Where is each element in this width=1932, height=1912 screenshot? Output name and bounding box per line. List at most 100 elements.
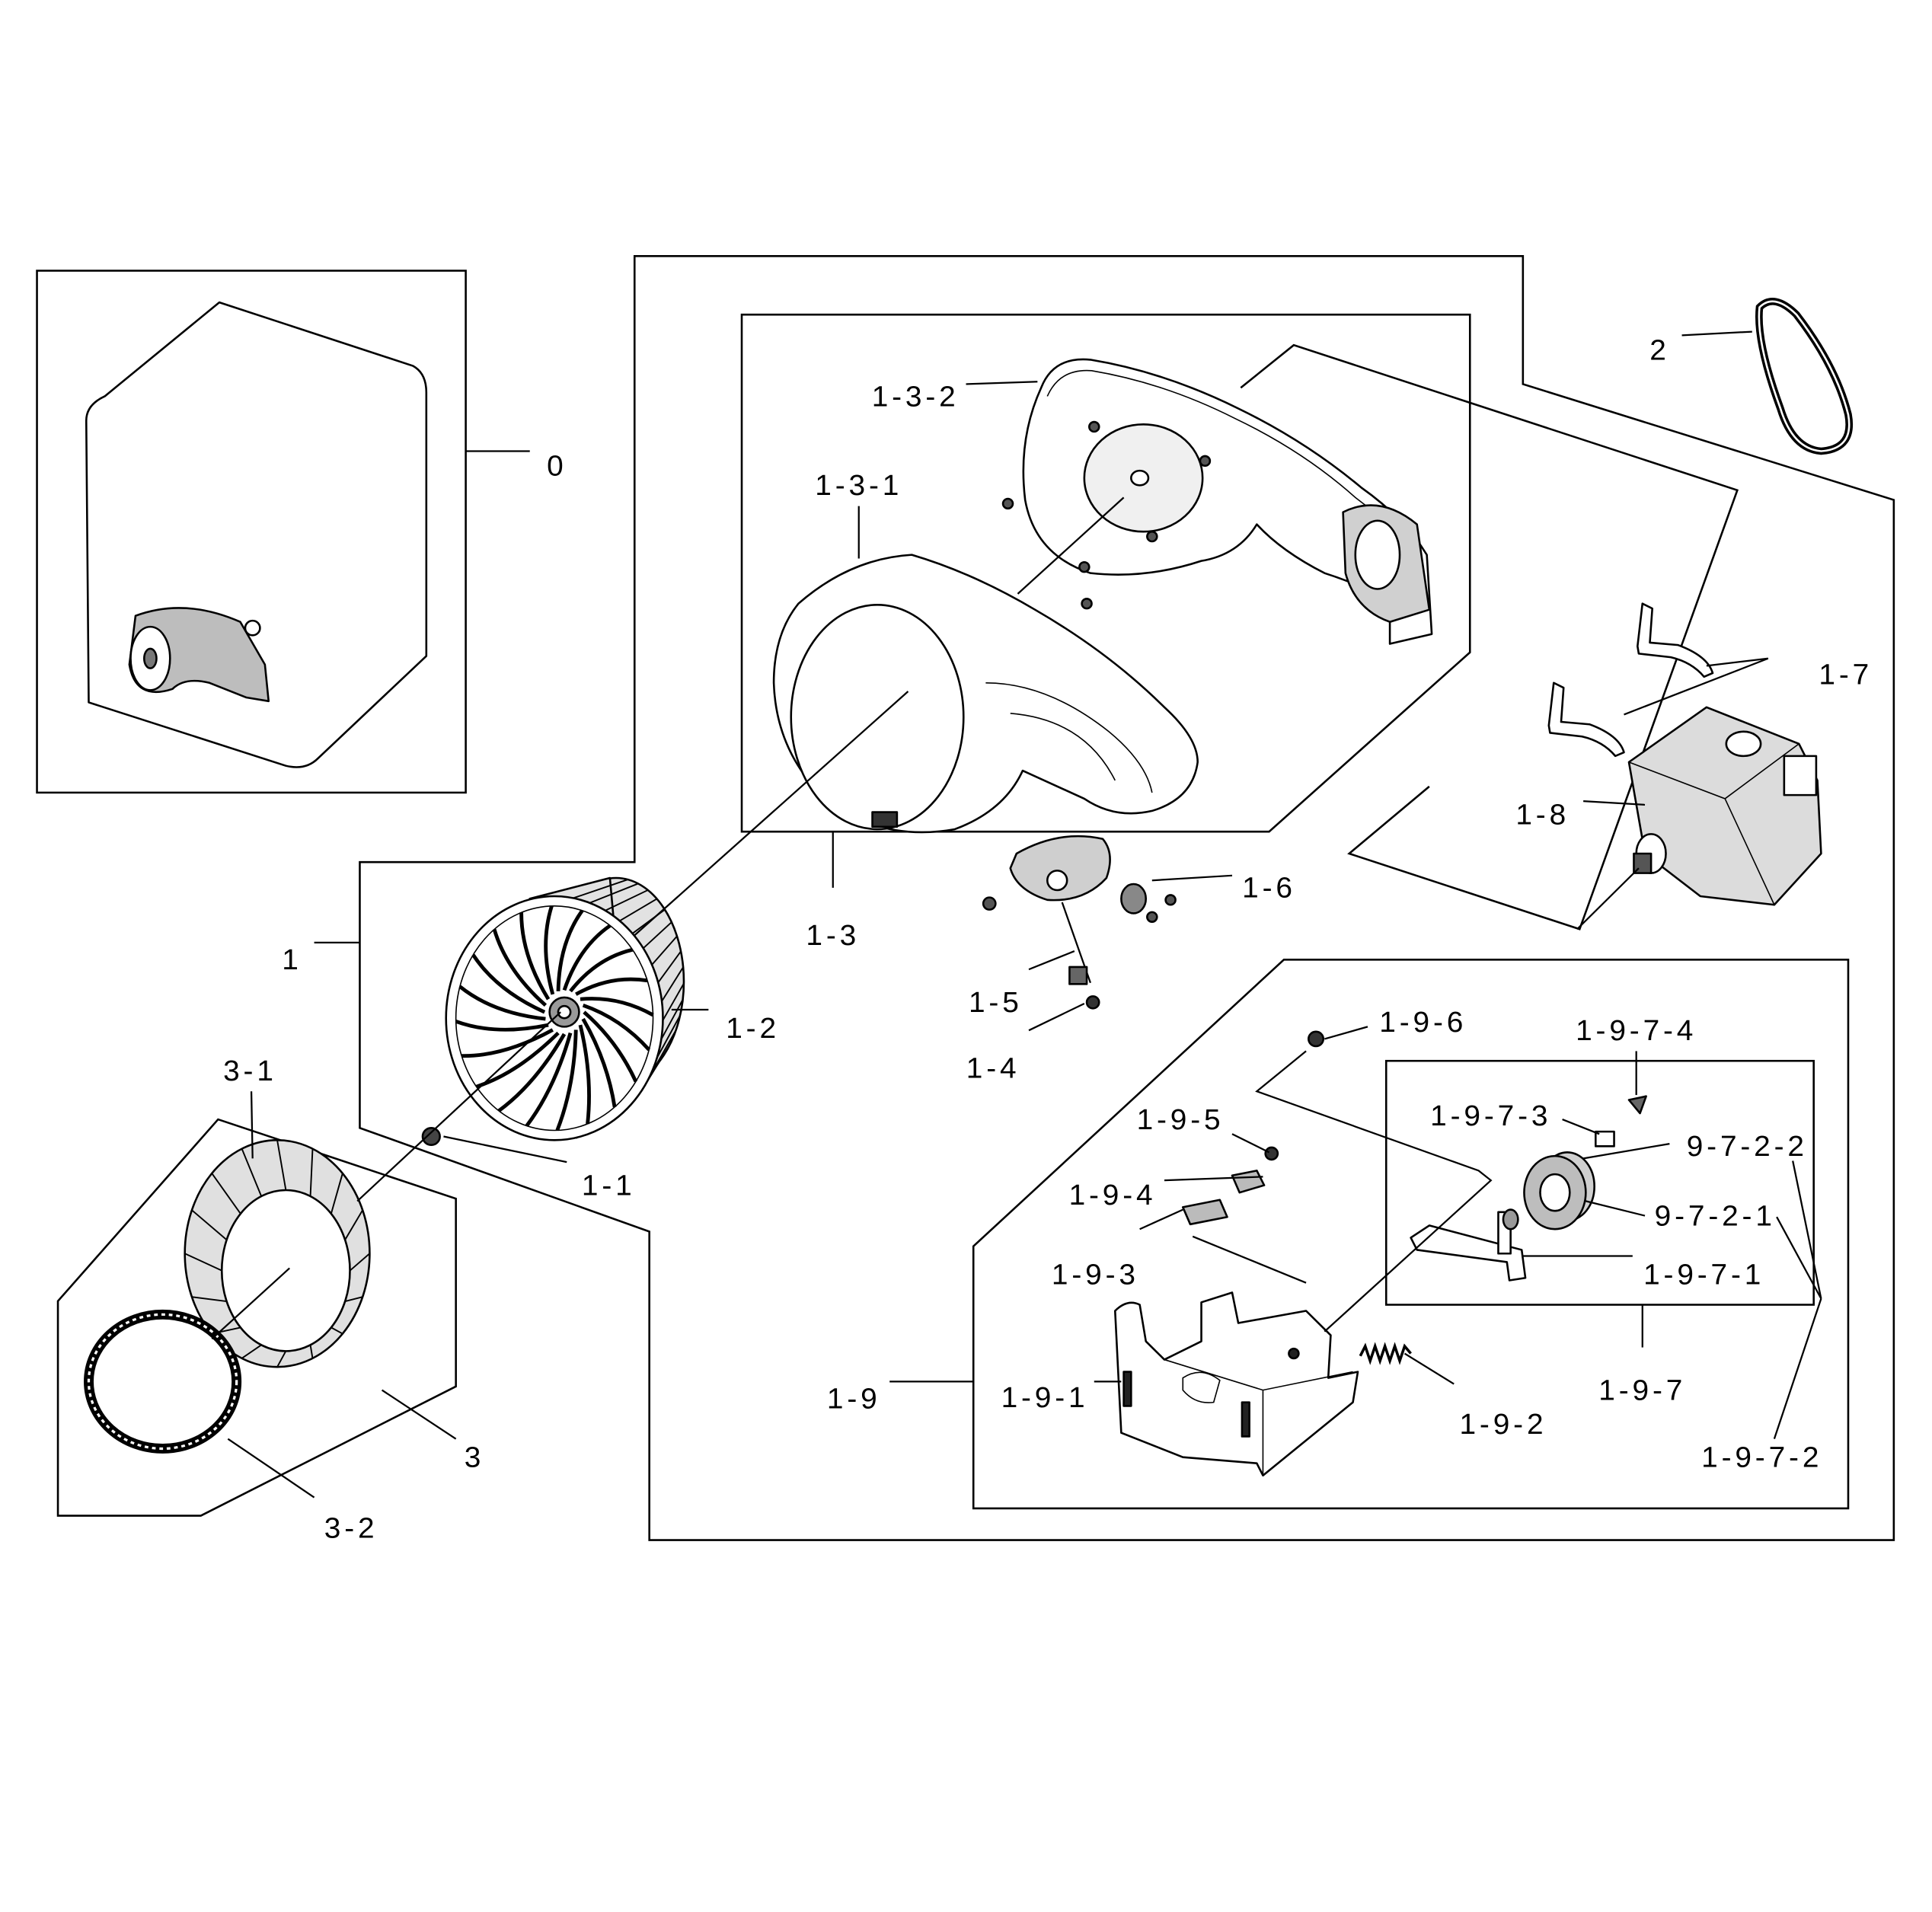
callout-1-3: 1-3 bbox=[806, 919, 860, 952]
leader-line-3 bbox=[381, 1389, 457, 1440]
housing-rib bbox=[330, 1173, 343, 1215]
housing-rib bbox=[184, 1253, 222, 1272]
screw-icon bbox=[1164, 894, 1177, 906]
wheel-stave bbox=[573, 879, 628, 899]
leader-line-1-9-4-a bbox=[1164, 1176, 1263, 1182]
leader-line-1-9-7-2-b bbox=[1776, 1216, 1822, 1300]
part-1-9-6-screw bbox=[1308, 1030, 1325, 1048]
housing-rib bbox=[241, 1344, 262, 1359]
part-1-5-pin bbox=[1061, 902, 1091, 985]
screw-icon bbox=[1001, 497, 1014, 510]
fan-blade bbox=[519, 912, 551, 1001]
leader-line-1-9-7-2-c bbox=[1773, 1298, 1822, 1440]
screw-icon bbox=[982, 896, 997, 911]
housing-rib bbox=[331, 1326, 343, 1335]
part-1-3-1-front-housing bbox=[772, 554, 1199, 834]
mini-blower-hub bbox=[143, 647, 158, 669]
leader-line-1-9-3 bbox=[1192, 1235, 1307, 1284]
callout-1-9-1: 1-9-1 bbox=[1001, 1381, 1089, 1414]
wheel-stave bbox=[661, 966, 684, 1002]
housing-rib bbox=[276, 1140, 287, 1191]
callout-1-9-5: 1-9-5 bbox=[1137, 1103, 1225, 1136]
fan-blade bbox=[471, 953, 546, 1014]
leader-line-2 bbox=[1681, 330, 1752, 337]
screw-icon bbox=[1081, 598, 1093, 610]
part-1-6-bracket bbox=[982, 835, 1177, 923]
callout-1-9-7-4: 1-9-7-4 bbox=[1576, 1014, 1697, 1047]
callout-1-1: 1-1 bbox=[582, 1170, 636, 1202]
part-1-9-4-clip bbox=[1181, 1170, 1266, 1226]
callout-1-9-6: 1-9-6 bbox=[1379, 1006, 1467, 1039]
leader-line-1-9-6-path bbox=[1255, 1050, 1493, 1333]
wheel-stave bbox=[662, 983, 685, 1021]
part-1-1-nut bbox=[421, 1127, 441, 1146]
leader-line-1-7-b bbox=[1624, 657, 1769, 716]
fan-blade bbox=[475, 1031, 560, 1089]
screw-icon bbox=[1146, 911, 1158, 923]
leader-lines bbox=[211, 330, 1822, 1499]
fan-blade bbox=[497, 1033, 567, 1112]
callout-1: 1 bbox=[282, 943, 302, 976]
frame-slot bbox=[1122, 1371, 1132, 1407]
screw-icon bbox=[1199, 455, 1212, 468]
group-box-3 bbox=[56, 1118, 457, 1517]
leader-line-3-1 bbox=[250, 1091, 254, 1159]
mini-blower-fitting bbox=[244, 619, 261, 637]
wheel-stave bbox=[643, 921, 672, 950]
wheel-stave bbox=[656, 1014, 681, 1058]
leader-line-9-7-2-1 bbox=[1586, 1200, 1646, 1217]
part-1-9-5-screw bbox=[1264, 1146, 1279, 1161]
seal-texture bbox=[87, 1313, 238, 1451]
callout-1-3-2: 1-3-2 bbox=[872, 380, 960, 413]
callout-3: 3 bbox=[465, 1441, 484, 1474]
fan-blade bbox=[580, 997, 654, 1017]
leader-line-1-1 bbox=[443, 1135, 567, 1163]
screw-icon bbox=[1146, 530, 1158, 543]
callout-1-9-7-2: 1-9-7-2 bbox=[1701, 1441, 1822, 1474]
part-2-belt bbox=[1755, 298, 1853, 455]
group-box-1-3 bbox=[740, 313, 1471, 833]
group-box-1-9-7 bbox=[1384, 1059, 1815, 1306]
leader-line-housing-axis bbox=[1017, 496, 1125, 595]
leader-line-1-9-2 bbox=[1403, 1352, 1455, 1385]
fan-blade bbox=[461, 1028, 554, 1058]
callout-1-9-7-1: 1-9-7-1 bbox=[1643, 1258, 1764, 1291]
callout-2: 2 bbox=[1649, 334, 1669, 367]
leader-line-motor-shaft bbox=[1576, 867, 1640, 930]
rear-housing-hole bbox=[1130, 469, 1150, 487]
motor-top-face bbox=[1628, 743, 1799, 905]
fan-blade bbox=[575, 977, 648, 996]
fan-blade bbox=[555, 1029, 578, 1132]
leader-line-1-3-2 bbox=[966, 381, 1038, 385]
wheel-hub-bore bbox=[557, 1004, 572, 1020]
fan-blade bbox=[525, 1032, 573, 1127]
housing-rib bbox=[211, 1173, 241, 1215]
fan-blade bbox=[582, 1003, 651, 1052]
wheel-stave bbox=[619, 898, 658, 922]
wheel-front-inner bbox=[455, 905, 654, 1132]
washer bbox=[1502, 1208, 1519, 1231]
leader-line-ring-to-seal bbox=[211, 1267, 290, 1340]
fan-blade bbox=[458, 985, 546, 1021]
part-1-7-clips bbox=[1547, 602, 1714, 758]
part-1-2-blower-wheel bbox=[445, 876, 685, 1141]
wheel-stave bbox=[651, 935, 678, 966]
leader-line-9-7-2-2 bbox=[1582, 1143, 1670, 1160]
leader-line-1-9-6 bbox=[1324, 1026, 1368, 1040]
leader-line-3-2 bbox=[227, 1438, 315, 1499]
housing-rib bbox=[344, 1296, 363, 1303]
group-outlines bbox=[36, 255, 1895, 1541]
motor-terminal bbox=[1783, 755, 1818, 796]
wheel-stave bbox=[660, 999, 684, 1040]
callout-1-9-7-3: 1-9-7-3 bbox=[1430, 1100, 1551, 1132]
frame-cutout bbox=[1182, 1371, 1221, 1403]
callout-9-7-2-2: 9-7-2-2 bbox=[1687, 1130, 1808, 1163]
rear-housing-outlet-ring bbox=[1354, 519, 1401, 590]
clip-upper-piece bbox=[1231, 1170, 1266, 1194]
frame-plate bbox=[1164, 1358, 1353, 1476]
callout-1-9: 1-9 bbox=[827, 1383, 881, 1416]
motor-end-cap bbox=[1725, 730, 1762, 758]
frame-slot bbox=[1241, 1401, 1250, 1438]
callout-9-7-2-1: 9-7-2-1 bbox=[1655, 1200, 1776, 1233]
